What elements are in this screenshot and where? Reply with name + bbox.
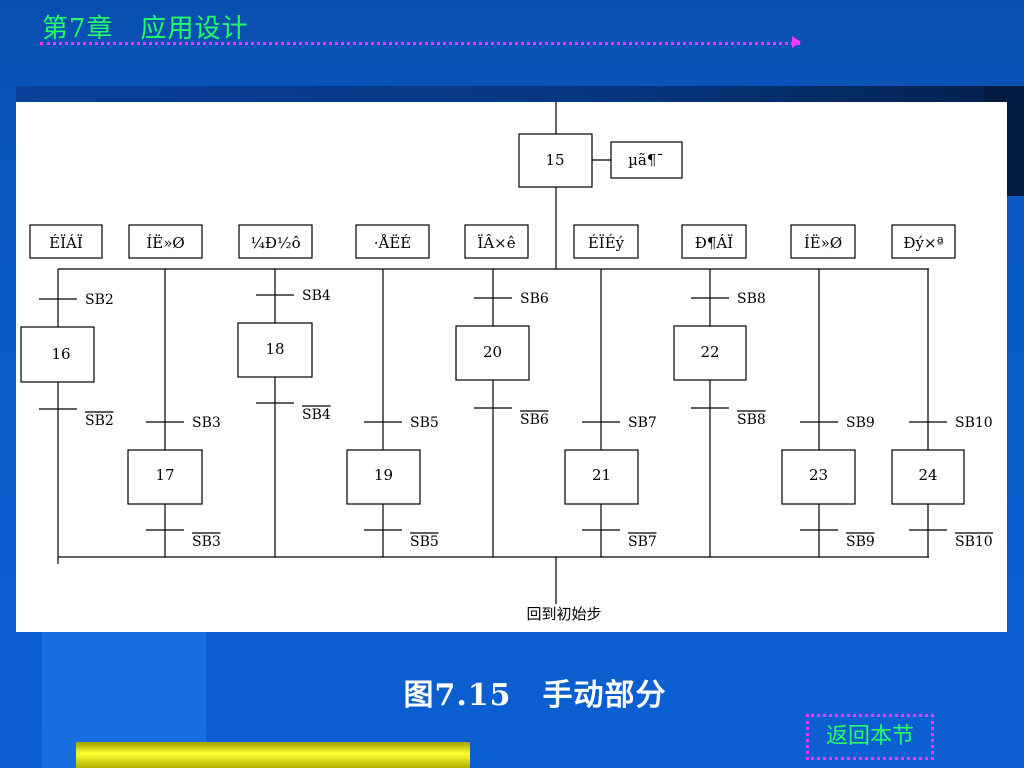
- branch-label-5: ÏÂ×ê: [477, 234, 515, 252]
- step-box-24: [891, 449, 965, 505]
- branch-label-3: ¼Ð½ô: [250, 234, 300, 252]
- step-label-18: 18: [265, 340, 284, 358]
- step-label-21: 21: [592, 466, 611, 484]
- branch-label-box-4: [355, 224, 430, 259]
- return-label: 回到初始步: [526, 605, 601, 623]
- header-dotted-rule: [40, 42, 800, 45]
- action-label: µã¶¯: [628, 151, 664, 169]
- step-box-23: [781, 449, 856, 505]
- transition-label-upper-3: SB4: [302, 288, 331, 304]
- branch-label-box-8: [790, 224, 856, 259]
- step-label-23: 23: [809, 466, 828, 484]
- chapter-title: 第7章 应用设计: [42, 14, 249, 44]
- step-box-16: [20, 326, 95, 383]
- transition-label-upper-8: SB9: [846, 415, 875, 431]
- branch-label-1: ÉÏÁÏ: [49, 234, 83, 252]
- branch-label-box-3: [238, 224, 313, 259]
- branch-label-2: ÍË»Ø: [146, 234, 184, 252]
- transition-label-upper-6: SB7: [628, 415, 657, 431]
- branch-label-8: ÍË»Ø: [804, 234, 842, 252]
- step-label-22: 22: [700, 343, 719, 361]
- header-arrow-icon: [792, 36, 801, 48]
- branch-label-4: ·ÅËÉ: [374, 234, 412, 252]
- branch-label-box-9: [891, 224, 956, 259]
- step-box-19: [346, 449, 421, 505]
- step-box-22: [673, 325, 747, 381]
- step-box-20: [455, 325, 530, 381]
- yellow-bar: [76, 742, 470, 768]
- action-box: [610, 141, 683, 179]
- transition-label-lower-8: SB9: [846, 534, 875, 550]
- branch-label-box-5: [464, 224, 529, 259]
- step-label-20: 20: [483, 343, 502, 361]
- step-label-15: 15: [545, 151, 564, 169]
- step-box-18: [237, 322, 313, 378]
- figure-caption: 图7.15 手动部分: [403, 678, 667, 713]
- transition-label-upper-2: SB3: [192, 415, 221, 431]
- sfc-diagram: 15 µã¶¯ ÉÏÁÏ ÍË»Ø ¼Ð½ô ·ÅËÉ ÏÂ×ê ÉÏÉý Ð¶ÁÏ ÍË»Ø Ðý…: [20, 102, 993, 623]
- step-box-21: [564, 449, 639, 505]
- step-label-16: 16: [51, 345, 70, 363]
- branch-label-box-6: [573, 224, 639, 259]
- transition-label-lower-6: SB7: [628, 534, 657, 550]
- transition-label-upper-7: SB8: [737, 291, 766, 307]
- transition-label-upper-4: SB5: [410, 415, 439, 431]
- transition-label-upper-5: SB6: [520, 291, 549, 307]
- step-label-17: 17: [155, 466, 174, 484]
- step-box-17: [127, 449, 203, 505]
- transition-label-lower-3: SB4: [302, 407, 331, 423]
- transition-label-lower-2: SB3: [192, 534, 221, 550]
- branch-label-box-1: [29, 224, 103, 259]
- transition-label-upper-9: SB10: [955, 415, 993, 431]
- transition-label-upper-1: SB2: [85, 292, 114, 308]
- transition-label-lower-7: SB8: [737, 412, 766, 428]
- transition-label-lower-5: SB6: [520, 412, 549, 428]
- branch-label-box-2: [128, 224, 203, 259]
- step-label-19: 19: [374, 466, 393, 484]
- step-label-24: 24: [918, 466, 937, 484]
- back-to-section-button[interactable]: 返回本节: [806, 714, 934, 760]
- branch-label-9: Ðý×ª: [903, 234, 943, 252]
- branch-label-6: ÉÏÉý: [588, 234, 625, 252]
- transition-label-lower-1: SB2: [85, 413, 114, 429]
- branch-label-7: Ð¶ÁÏ: [695, 234, 733, 252]
- diagram-panel: 15 µã¶¯ ÉÏÁÏ ÍË»Ø ¼Ð½ô ·ÅËÉ ÏÂ×ê ÉÏÉý Ð¶ÁÏ ÍË»Ø Ðý…: [16, 102, 1007, 632]
- branch-label-box-7: [681, 224, 747, 259]
- transition-label-lower-4: SB5: [410, 534, 439, 550]
- transition-label-lower-9: SB10: [955, 534, 993, 550]
